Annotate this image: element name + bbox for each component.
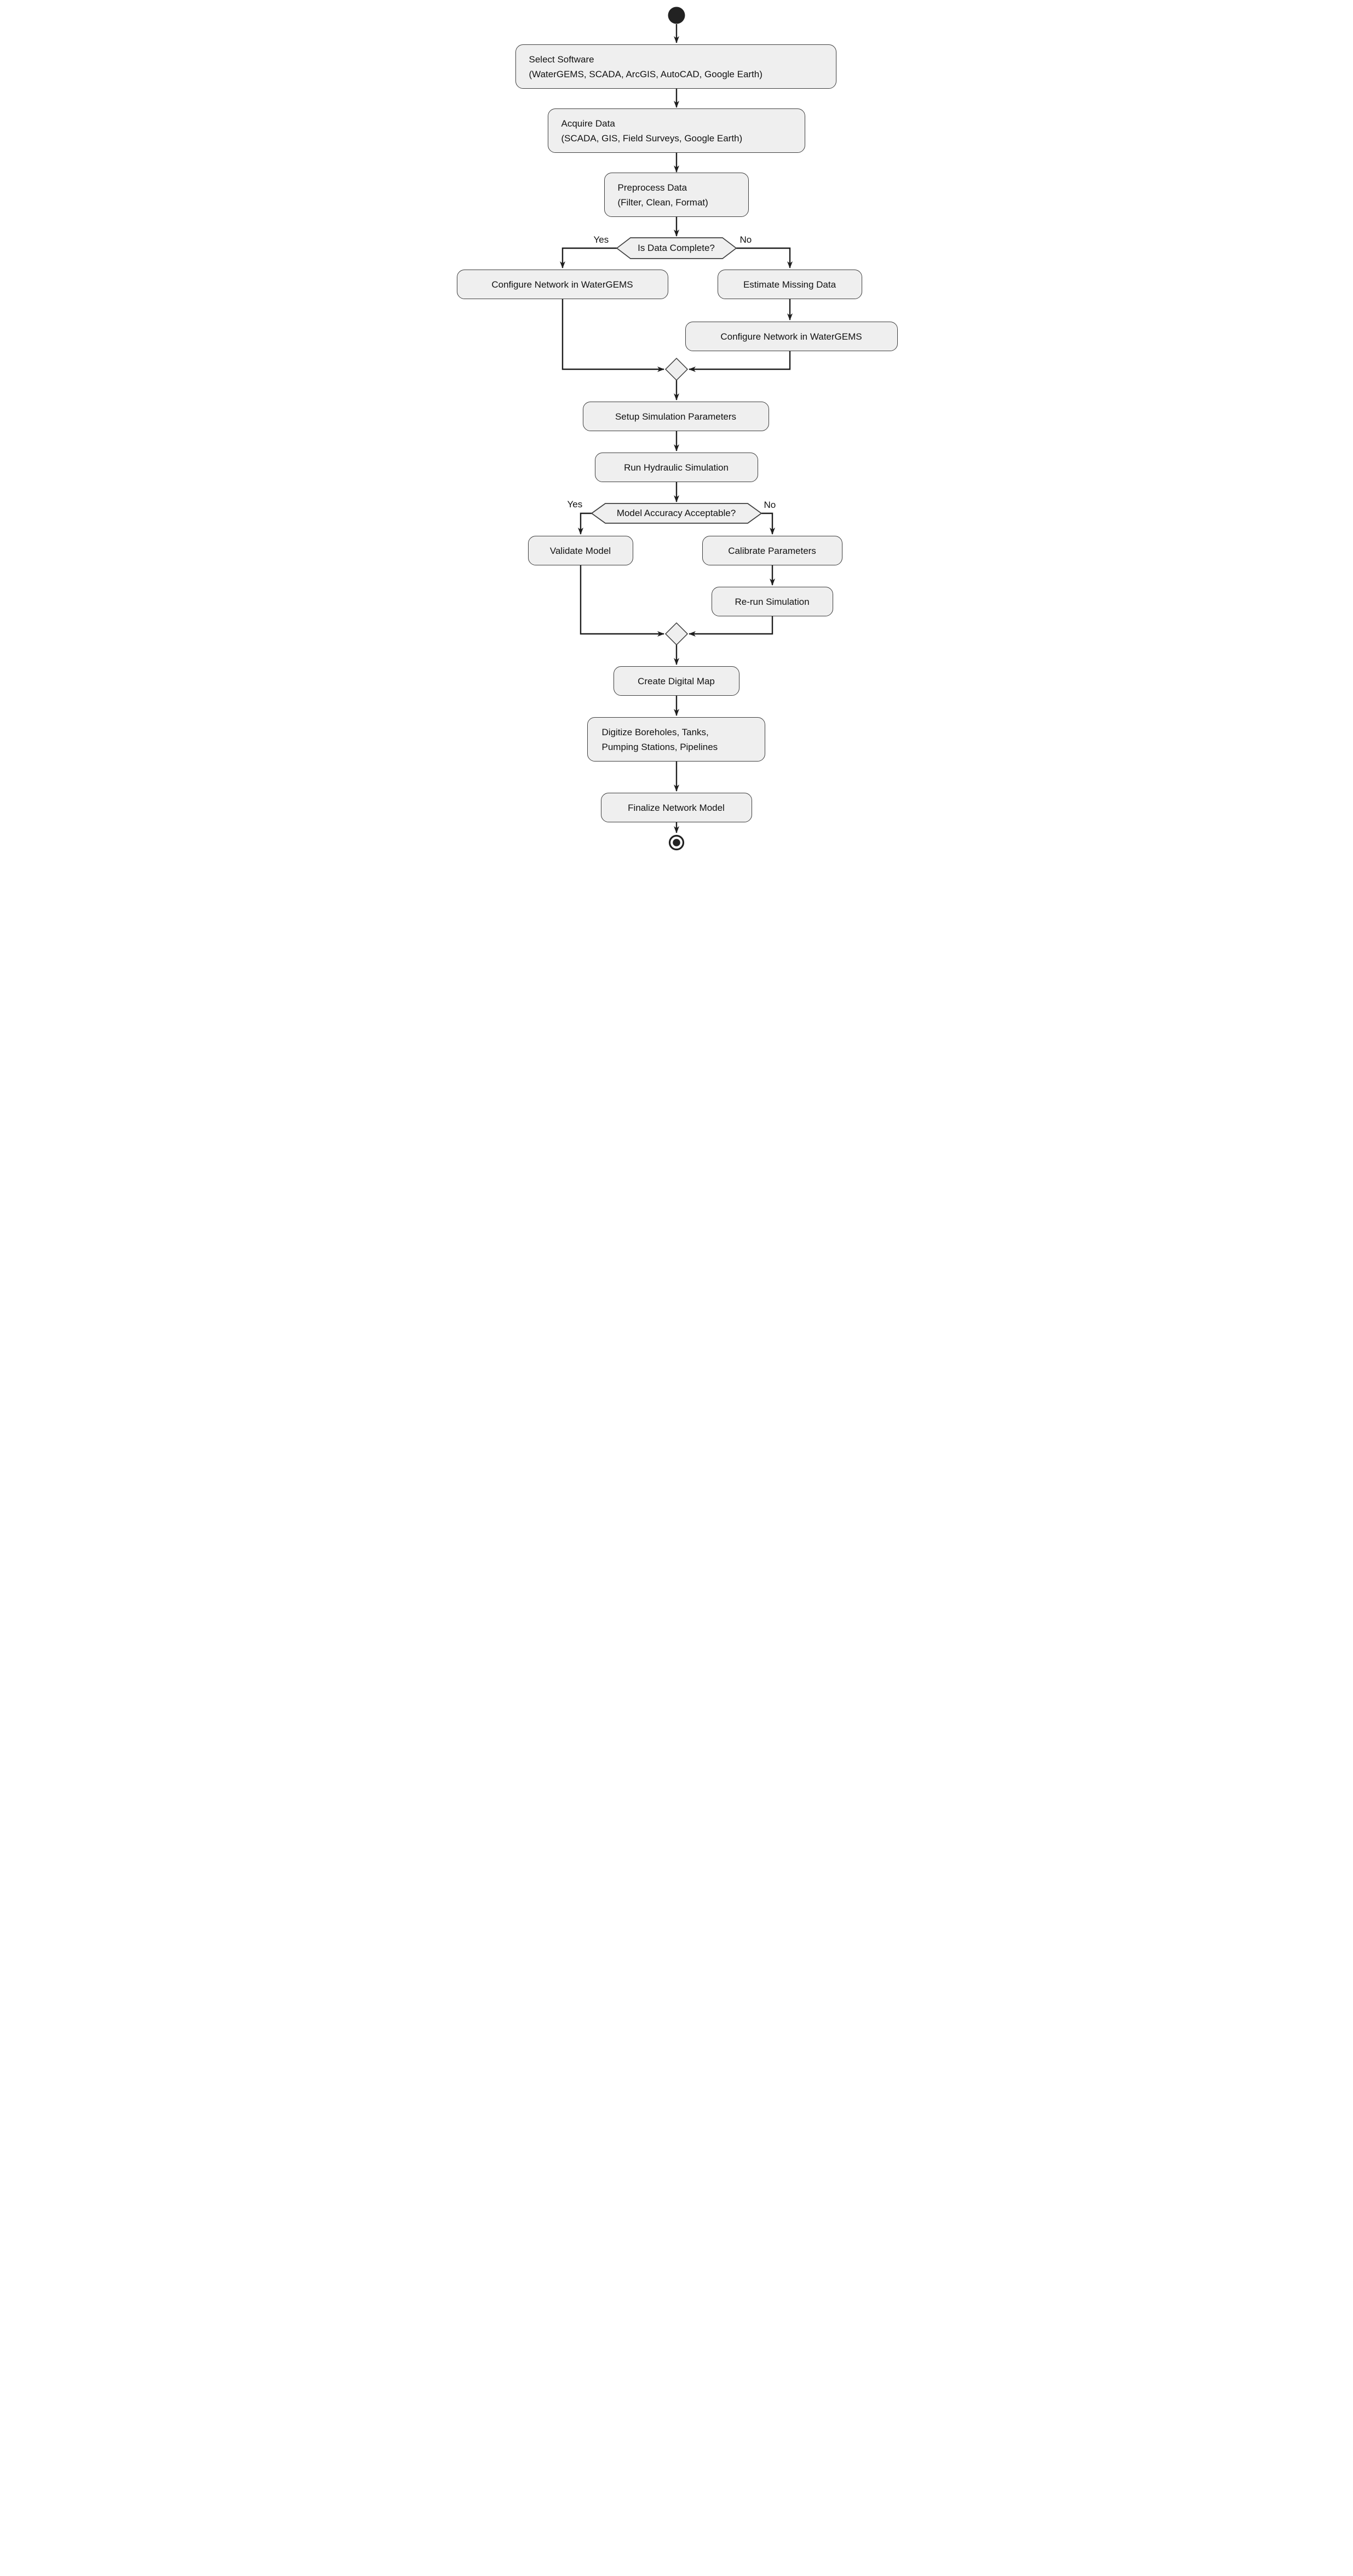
node-validate-model: Validate Model [528,536,633,565]
node-estimate-missing-data: Estimate Missing Data [717,270,862,299]
node-acquire-data: Acquire Data (SCADA, GIS, Field Surveys,… [547,108,805,153]
edge-decision1-yes [559,247,617,268]
node-preprocess-data-sublabel: (Filter, Clean, Format) [617,197,708,208]
edge-rerun-to-merge2 [688,616,773,637]
node-select-software-label: Select Software [529,54,594,65]
edge-decision2-no [761,512,775,535]
node-create-digital-map: Create Digital Map [613,666,739,696]
start-node [668,7,685,24]
node-select-software-sublabel: (WaterGEMS, SCADA, ArcGIS, AutoCAD, Goog… [529,68,763,79]
node-configure-network-yes: Configure Network in WaterGEMS [456,270,668,299]
node-acquire-data-sublabel: (SCADA, GIS, Field Surveys, Google Earth… [561,133,743,144]
decision-hexagon-model-accuracy [590,503,762,524]
node-rerun-simulation: Re-run Simulation [711,587,833,616]
edge-label-yes-2: Yes [567,499,583,510]
edge-decision2-yes [577,512,592,535]
node-digitize-assets-sublabel: Pumping Stations, Pipelines [601,741,718,752]
node-configure-network-no: Configure Network in WaterGEMS [685,322,898,351]
node-preprocess-data: Preprocess Data (Filter, Clean, Format) [604,173,749,217]
decision-is-data-complete-label: Is Data Complete? [638,243,715,253]
decision-model-accuracy-label: Model Accuracy Acceptable? [616,508,736,518]
decision-hexagon-is-data-complete [616,237,737,259]
edge-label-no-2: No [764,500,776,510]
edge-decision1-no [736,247,793,268]
edge-validate-to-merge2 [580,565,664,637]
node-setup-simulation-parameters: Setup Simulation Parameters [582,402,769,431]
end-node-dot [672,839,680,846]
node-run-hydraulic-simulation: Run Hydraulic Simulation [594,453,758,482]
edge-label-no-1: No [739,234,752,245]
edge-configureno-to-merge1 [688,351,790,372]
node-finalize-network-model: Finalize Network Model [600,793,752,822]
node-digitize-assets-label: Digitize Boreholes, Tanks, [601,726,709,737]
node-select-software: Select Software (WaterGEMS, SCADA, ArcGI… [515,44,836,89]
connector-layer [559,7,793,851]
merge-diamond-1 [664,357,688,381]
edge-label-yes-1: Yes [593,234,609,245]
merge-diamond-2 [664,622,688,646]
node-preprocess-data-label: Preprocess Data [617,182,687,193]
edge-configureyes-to-merge1 [561,299,664,372]
node-digitize-assets: Digitize Boreholes, Tanks, Pumping Stati… [587,717,765,762]
node-calibrate-parameters: Calibrate Parameters [702,536,842,565]
node-acquire-data-label: Acquire Data [561,118,615,129]
flowchart-canvas: Select Software (WaterGEMS, SCADA, ArcGI… [451,0,902,858]
